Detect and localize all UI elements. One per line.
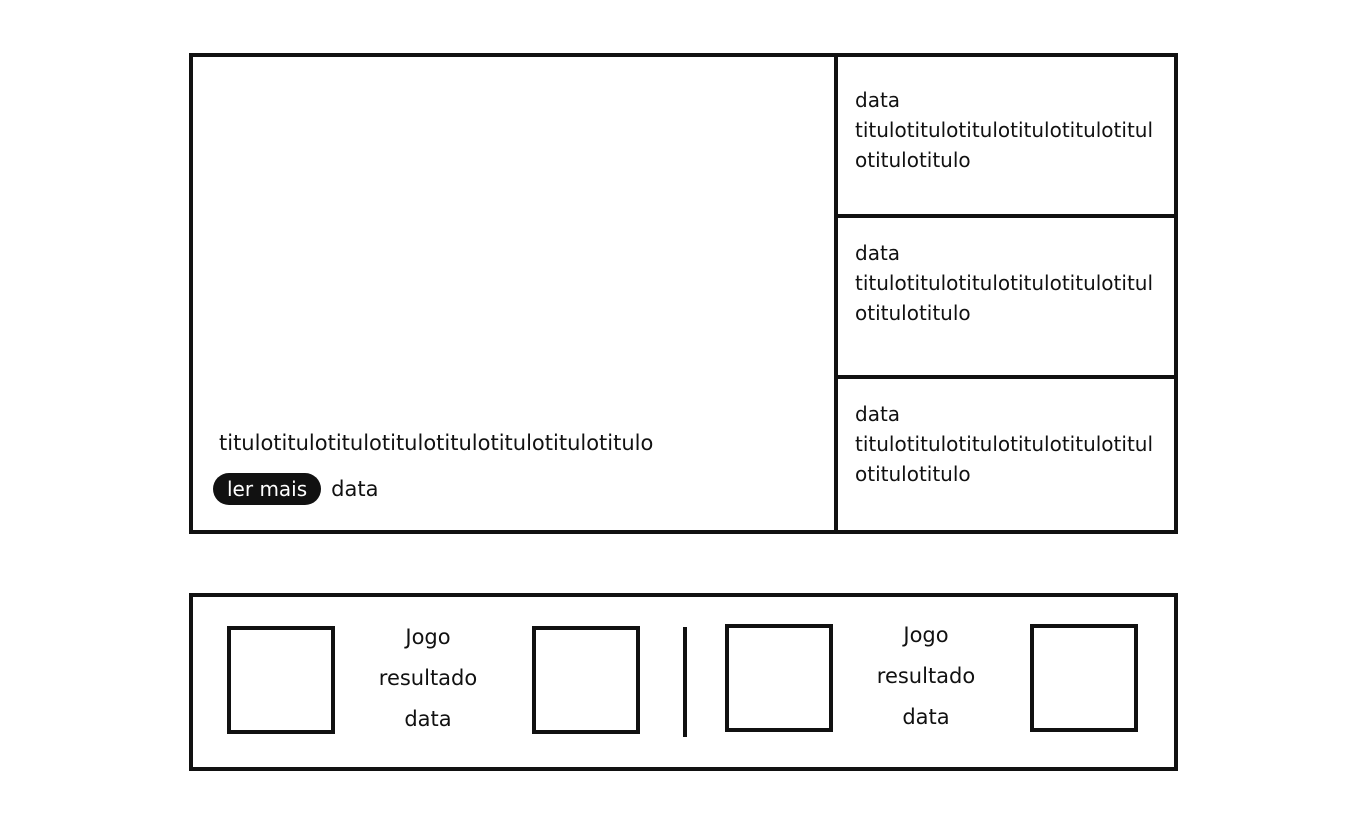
game-result: resultado [876,664,976,688]
game-info[interactable]: Jogo resultado data [368,617,488,740]
scores-section: Jogo resultado data Jogo resultado data [189,593,1178,771]
side-news-title: titulotitulotitulotitulotitulotitulotitu… [855,271,1154,325]
game-label: Jogo [405,625,451,649]
featured-title: titulotitulotitulotitulotitulotitulotitu… [219,431,654,455]
side-news-title: titulotitulotitulotitulotitulotitulotitu… [855,432,1154,486]
game-result: resultado [378,666,478,690]
game-date: data [902,705,950,729]
home-team-logo[interactable] [725,624,833,732]
side-news-date: data [855,241,901,265]
featured-news[interactable]: titulotitulotitulotitulotitulotitulotitu… [193,57,838,530]
side-news-title: titulotitulotitulotitulotitulotitulotitu… [855,118,1154,172]
side-news-date: data [855,402,901,426]
side-news-date: data [855,88,901,112]
game-info[interactable]: Jogo resultado data [866,615,986,738]
game-date: data [404,707,452,731]
away-team-logo[interactable] [532,626,640,734]
side-news-list: data titulotitulotitulotitulotitulotitul… [838,57,1174,530]
side-news-item[interactable]: data titulotitulotitulotitulotitulotitul… [838,57,1174,218]
away-team-logo[interactable] [1030,624,1138,732]
news-section: titulotitulotitulotitulotitulotitulotitu… [189,53,1178,534]
side-news-item[interactable]: data titulotitulotitulotitulotitulotitul… [838,218,1174,379]
game-label: Jogo [903,623,949,647]
read-more-button[interactable]: ler mais [213,473,322,505]
featured-meta: ler mais data [213,473,378,505]
home-team-logo[interactable] [227,626,335,734]
featured-date: data [331,477,379,501]
side-news-item[interactable]: data titulotitulotitulotitulotitulotitul… [838,379,1174,530]
games-separator [683,627,687,737]
